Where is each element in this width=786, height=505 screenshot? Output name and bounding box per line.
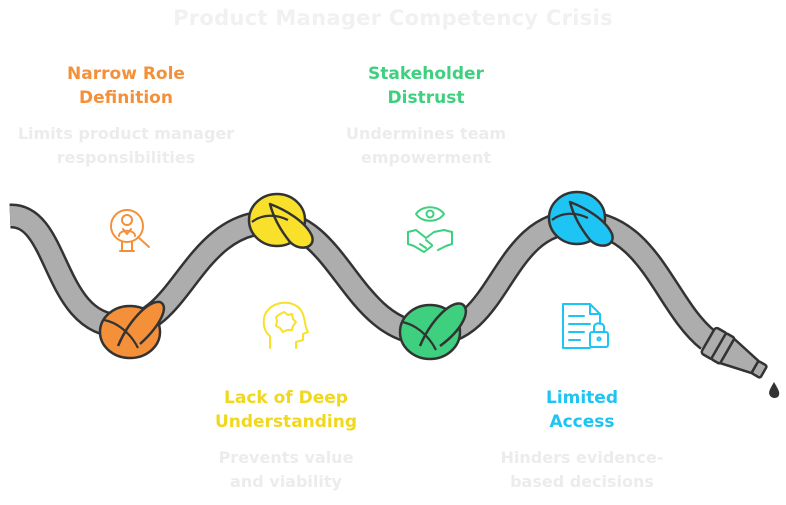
knot-desc-deep-understanding: Prevents value and viability	[218, 448, 354, 491]
knot-green	[398, 302, 468, 361]
knot-blue	[547, 190, 614, 247]
knot-label-deep-understanding: Lack of Deep Understanding	[214, 388, 358, 432]
person-search-icon	[110, 209, 150, 252]
knot-label-narrow-role: Narrow Role Definition	[67, 64, 185, 108]
knot-desc-stakeholder: Undermines team empowerment	[345, 124, 507, 167]
hose-nozzle	[700, 326, 768, 379]
diagram-title: Product Manager Competency Crisis	[173, 6, 613, 30]
document-lock-icon	[562, 303, 609, 349]
knot-yellow	[247, 192, 314, 249]
knot-label-stakeholder: Stakeholder Distrust	[368, 64, 484, 108]
eye-handshake-icon	[407, 206, 453, 253]
knot-label-limited-access: Limited Access	[545, 388, 619, 432]
knot-desc-limited-access: Hinders evidence- based decisions	[500, 448, 664, 491]
knot-desc-narrow-role: Limits product manager responsibilities	[17, 124, 235, 167]
knot-orange	[98, 300, 166, 360]
head-gear-icon	[262, 301, 309, 349]
water-drop	[769, 381, 780, 398]
